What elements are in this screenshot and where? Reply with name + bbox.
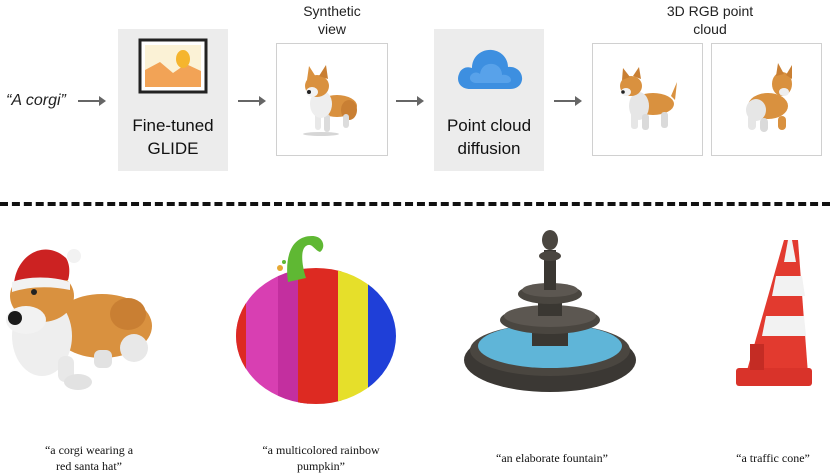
output-label: 3D RGB point cloud — [666, 3, 754, 37]
caption-fountain: “an elaborate fountain” — [496, 451, 608, 465]
diffusion-box: Point cloud diffusion — [434, 29, 544, 171]
traffic-cone-point-cloud — [736, 240, 812, 386]
diffusion-label: Point cloud diffusion — [446, 116, 532, 158]
text-prompt: “A corgi” — [6, 92, 66, 109]
glide-box: Fine-tuned GLIDE — [118, 29, 228, 171]
corgi-render-image — [303, 65, 357, 136]
caption-rainbow-pumpkin: “a multicolored rainbow pumpkin” — [262, 443, 380, 473]
section-divider — [0, 202, 830, 206]
caption-corgi-santa-hat: “a corgi wearing a red santa hat” — [44, 443, 134, 473]
corgi-point-cloud-image-1 — [620, 67, 677, 130]
arrow-prompt-to-glide — [78, 96, 106, 106]
cloud-icon — [458, 49, 523, 89]
caption-traffic-cone: “a traffic cone” — [736, 451, 810, 465]
rainbow-pumpkin-point-cloud — [236, 236, 396, 404]
corgi-point-cloud-image-2 — [746, 63, 792, 132]
arrow-diffusion-to-output — [554, 96, 582, 106]
arrow-glide-to-view — [238, 96, 266, 106]
synthetic-view-frame — [276, 43, 388, 156]
image-icon — [138, 38, 208, 94]
corgi-santa-hat-point-cloud — [6, 249, 152, 390]
point-cloud-view-2 — [711, 43, 822, 156]
fountain-point-cloud — [464, 230, 636, 392]
synthetic-view-label: Synthetic view — [303, 3, 361, 37]
arrow-view-to-diffusion — [396, 96, 424, 106]
glide-label: Fine-tuned GLIDE — [132, 116, 214, 158]
point-cloud-view-1 — [592, 43, 703, 156]
